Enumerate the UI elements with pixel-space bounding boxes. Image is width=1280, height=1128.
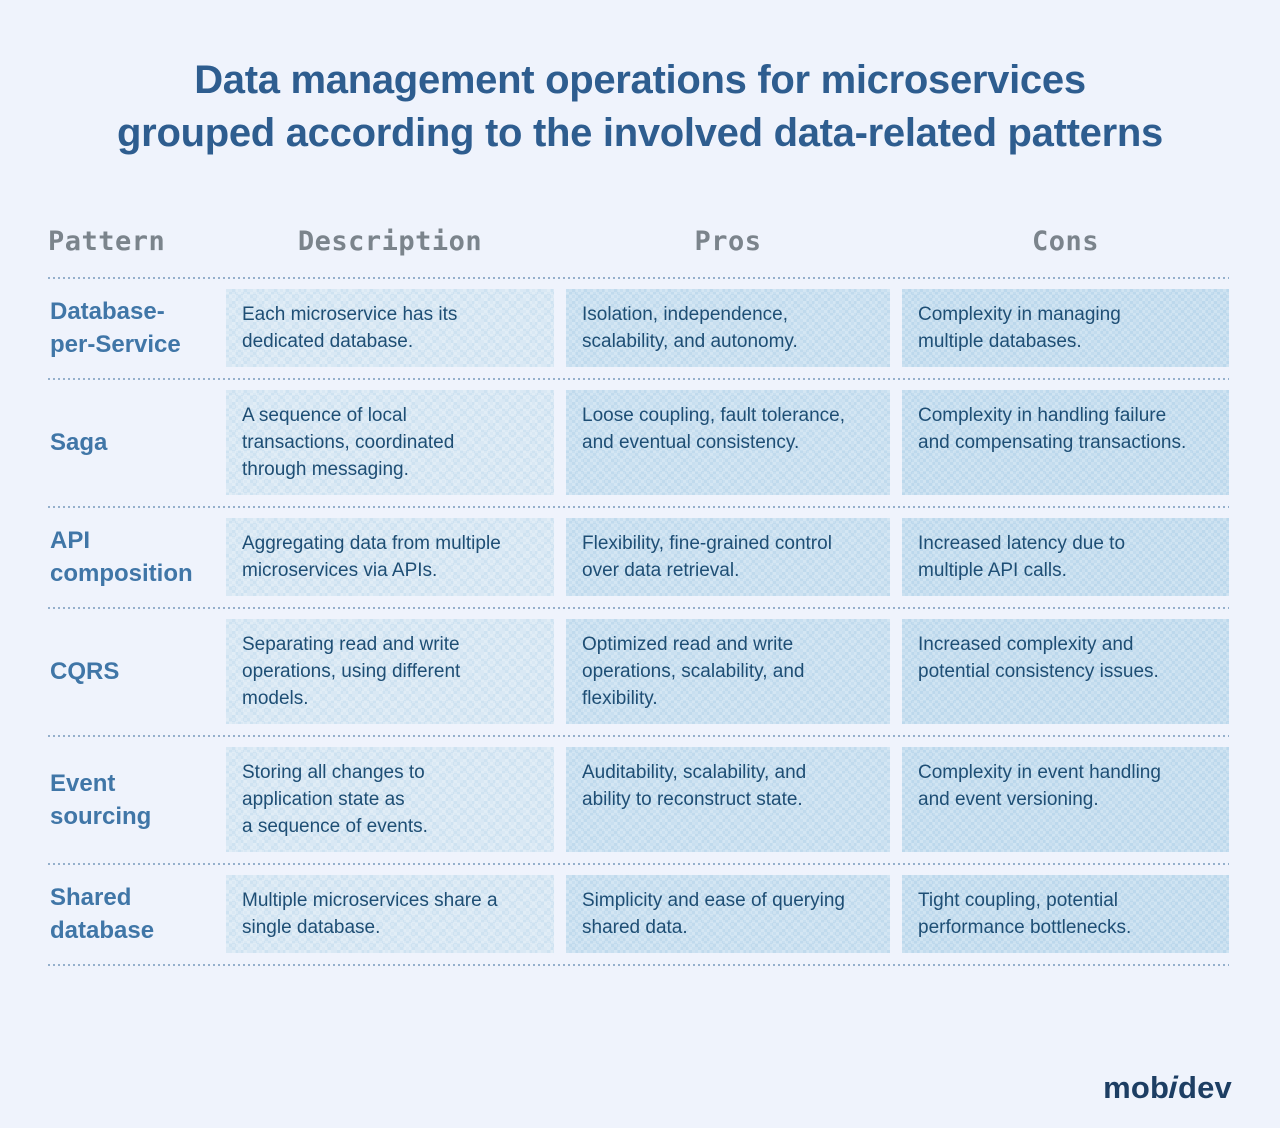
column-header-pros: Pros: [694, 226, 762, 257]
pattern-name: Event sourcing: [50, 769, 152, 830]
logo-text-dev: dev: [1177, 1070, 1232, 1105]
cons-cell: Increased latency due to multiple API ca…: [902, 518, 1229, 596]
cons-cell: Complexity in managing multiple database…: [902, 289, 1229, 367]
table-row-database-per-service: Database- per-Service Each microservice …: [48, 289, 1229, 367]
pros-cell: Optimized read and write operations, sca…: [566, 619, 890, 724]
row-separator: [48, 607, 1229, 609]
table-row-cqrs: CQRS Separating read and write operation…: [48, 619, 1229, 724]
row-separator: [48, 506, 1229, 508]
page-title-line2: grouped according to the involved data-r…: [117, 111, 1163, 155]
page-title-line1: Data management operations for microserv…: [194, 58, 1086, 102]
pattern-name: Saga: [50, 429, 108, 456]
cons-cell: Complexity in event handling and event v…: [902, 747, 1229, 852]
column-header-description: Description: [297, 226, 483, 257]
row-separator: [48, 863, 1229, 865]
cons-cell: Complexity in handling failure and compe…: [902, 390, 1229, 495]
table-header-row: Pattern Description Pros Cons: [48, 226, 1229, 257]
pattern-name: API composition: [50, 527, 193, 587]
table-row-event-sourcing: Event sourcing Storing all changes to ap…: [48, 747, 1229, 852]
pattern-name: CQRS: [50, 658, 120, 685]
cons-cell: Tight coupling, potential performance bo…: [902, 875, 1229, 953]
patterns-table: Pattern Description Pros Cons Database- …: [48, 226, 1229, 966]
pros-cell: Isolation, independence, scalability, an…: [566, 289, 890, 367]
table-row-api-composition: API composition Aggregating data from mu…: [48, 518, 1229, 596]
pros-cell: Auditability, scalability, and ability t…: [566, 747, 890, 852]
pattern-name: Shared database: [50, 884, 155, 944]
pattern-name: Database- per-Service: [50, 298, 181, 358]
column-header-cons: Cons: [1031, 226, 1100, 257]
row-separator: [48, 735, 1229, 737]
row-separator: [48, 378, 1229, 380]
page-title: Data management operations for microserv…: [0, 54, 1280, 160]
logo-text-mob: mob: [1103, 1070, 1170, 1105]
column-header-pattern: Pattern: [48, 226, 166, 257]
row-separator: [48, 964, 1229, 966]
mobidev-logo: mobidev: [1103, 1070, 1232, 1106]
pros-cell: Loose coupling, fault tolerance, and eve…: [566, 390, 890, 495]
description-cell: Aggregating data from multiple microserv…: [226, 518, 554, 596]
description-cell: Multiple microservices share a single da…: [226, 875, 554, 953]
pros-cell: Simplicity and ease of querying shared d…: [566, 875, 890, 953]
description-cell: A sequence of local transactions, coordi…: [226, 390, 554, 495]
description-cell: Separating read and write operations, us…: [226, 619, 554, 724]
pros-cell: Flexibility, fine-grained control over d…: [566, 518, 890, 596]
row-separator: [48, 277, 1229, 279]
cons-cell: Increased complexity and potential consi…: [902, 619, 1229, 724]
table-row-shared-database: Shared database Multiple microservices s…: [48, 875, 1229, 953]
table-row-saga: Saga A sequence of local transactions, c…: [48, 390, 1229, 495]
description-cell: Each microservice has its dedicated data…: [226, 289, 554, 367]
description-cell: Storing all changes to application state…: [226, 747, 554, 852]
